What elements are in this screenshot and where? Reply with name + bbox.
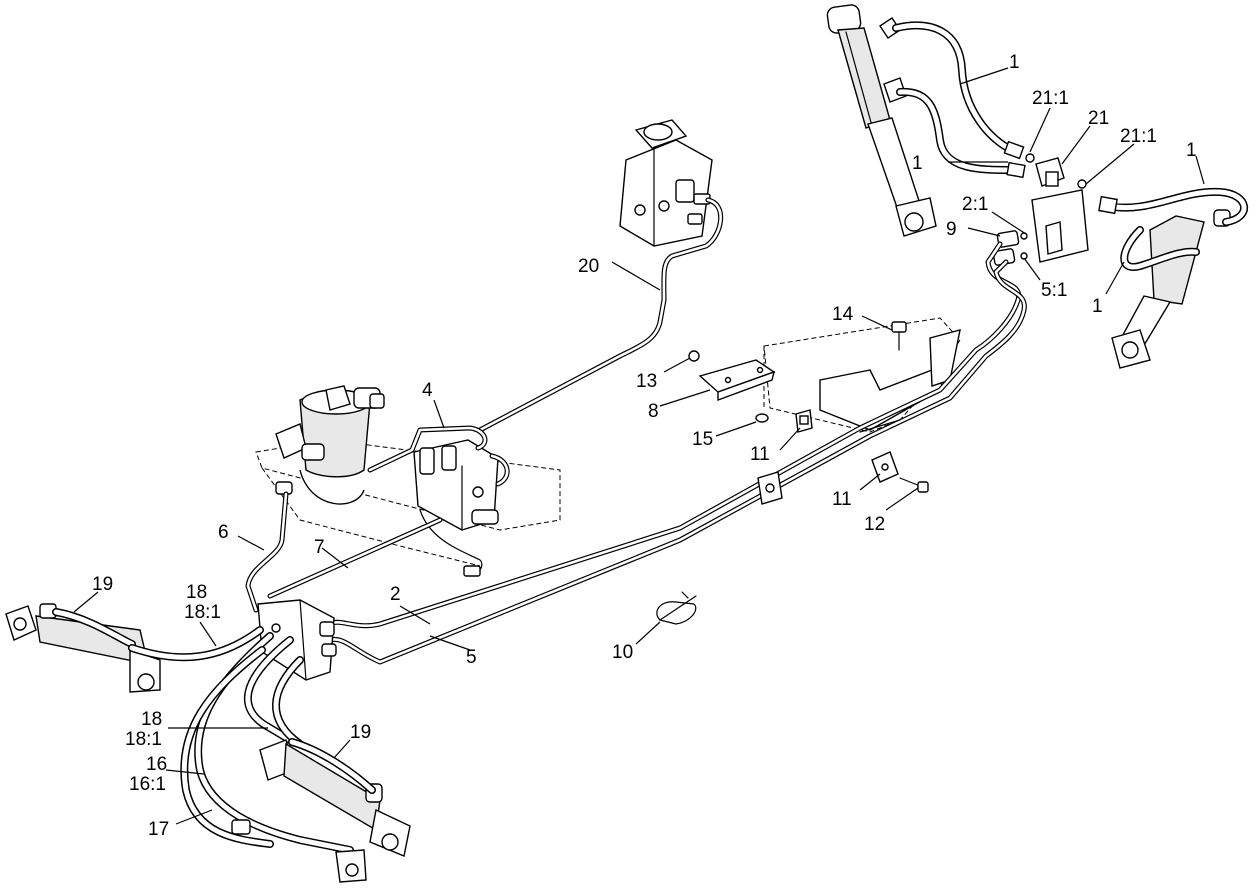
washer-15 (755, 413, 769, 423)
callout-labels: 1 1 1 1 21:1 21 21:1 2:1 9 5:1 20 14 13 … (92, 52, 1197, 840)
callout-15: 15 (692, 429, 713, 450)
callout-21-1: 21:1 (1120, 126, 1157, 147)
callout-7: 7 (314, 537, 325, 558)
tube-6 (245, 491, 289, 613)
tube-5 (327, 259, 1027, 665)
fitting-9 (992, 230, 1028, 266)
callout-2-1: 2:1 (962, 194, 988, 215)
hose-1-right (1098, 187, 1249, 271)
callout-16: 16 (146, 754, 167, 775)
callout-1: 1 (1186, 140, 1197, 161)
callout-10: 10 (612, 642, 633, 663)
tee-fitting-21 (1025, 153, 1087, 189)
callout-19: 19 (92, 574, 113, 595)
callout-18: 18 (141, 709, 162, 730)
nut-13 (688, 350, 700, 362)
hose-18-lower (243, 636, 304, 748)
callout-16-1: 16:1 (129, 774, 166, 795)
callout-11: 11 (832, 489, 852, 510)
bolt-14 (891, 321, 907, 351)
callout-18-1: 18:1 (184, 602, 221, 623)
lift-cylinder-right (1111, 209, 1231, 369)
wire-harness (419, 509, 483, 577)
control-valve-top (619, 119, 713, 247)
hose-18-upper (128, 626, 264, 662)
callout-8: 8 (648, 401, 659, 422)
hose-1-lower (896, 87, 1026, 179)
steering-cylinder-upper (5, 603, 161, 693)
callout-19: 19 (350, 722, 371, 743)
hose-19-upper (52, 608, 136, 648)
hose-bracket (1031, 189, 1089, 263)
callout-21-1: 21:1 (1032, 88, 1069, 109)
tube-20 (477, 197, 724, 433)
filter-head-assembly (275, 385, 385, 505)
hose-19-lower (288, 738, 376, 794)
callout-13: 13 (636, 371, 657, 392)
tube-clamp (757, 471, 783, 505)
tube-7 (267, 517, 443, 599)
bolt-12 (899, 477, 929, 493)
callout-21: 21 (1088, 108, 1109, 129)
hose-17 (180, 646, 274, 848)
callout-14: 14 (832, 304, 854, 325)
callout-5: 5 (466, 647, 477, 668)
callout-12: 12 (864, 514, 885, 535)
callout-18-1: 18:1 (125, 729, 162, 750)
callout-1: 1 (912, 153, 923, 174)
callout-11: 11 (750, 444, 770, 465)
plate-8 (698, 359, 776, 402)
valve-block-4 (413, 439, 499, 531)
tie-leader-line (859, 419, 901, 433)
tube-2 (327, 241, 1022, 629)
leader-lines (73, 67, 1205, 825)
lift-cylinder-upper-left (826, 4, 937, 237)
callout-1: 1 (1092, 296, 1103, 317)
callout-4: 4 (422, 380, 433, 401)
hose-1-upper (892, 21, 1025, 160)
tube-4 (367, 425, 510, 487)
callout-1: 1 (1009, 52, 1020, 73)
steering-cylinder-lower (231, 739, 411, 883)
callout-18: 18 (186, 582, 207, 603)
callout-6: 6 (218, 522, 229, 543)
mounting-plate-outline (255, 439, 561, 567)
callout-17: 17 (148, 819, 169, 840)
hitch-pin-10 (656, 591, 697, 625)
callout-9: 9 (946, 219, 957, 240)
callout-20: 20 (578, 256, 599, 277)
callout-2: 2 (390, 584, 401, 605)
clamp-11-upper (795, 409, 813, 433)
callout-5-1: 5:1 (1041, 280, 1067, 301)
